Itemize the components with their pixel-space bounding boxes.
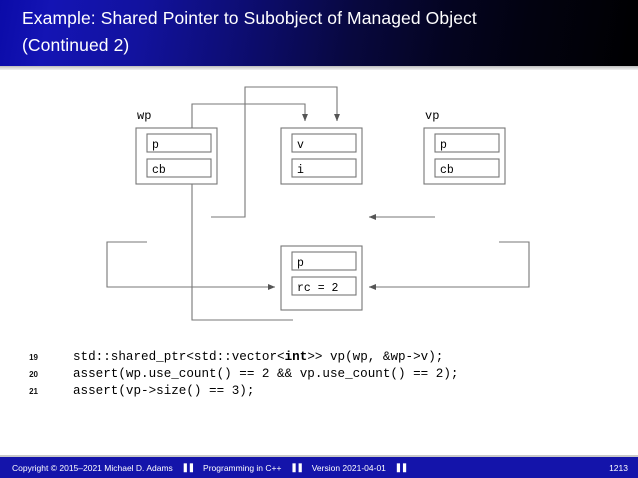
vp-object-box: p cb	[423, 127, 506, 185]
code-line-text: assert(vp->size() == 3);	[73, 384, 255, 398]
edge-cb-p-to-object	[191, 103, 308, 321]
managed-object-box: v i	[280, 127, 363, 185]
control-block-box: p rc = 2	[280, 245, 363, 311]
code-line-number: 20	[29, 370, 38, 379]
pointer-diagram: p cb wp v i p cb vp p rc = 2	[0, 70, 638, 335]
control-block-field-rc-label: rc = 2	[297, 282, 339, 295]
control-block-field-p-label: p	[297, 257, 304, 270]
code-line-text: assert(wp.use_count() == 2 && vp.use_cou…	[73, 367, 459, 381]
footer-course: Programming in C++	[203, 462, 282, 473]
control-block-field-rc-box	[291, 276, 357, 296]
vp-field-p-label: p	[440, 139, 447, 152]
footer-separator-icon: ❚❚	[394, 462, 408, 472]
code-line-text: std::shared_ptr<std::vector<int>> vp(wp,…	[73, 350, 444, 364]
wp-object-box: p cb	[135, 127, 218, 185]
title-underline-divider	[0, 66, 638, 70]
code-line: 20 assert(wp.use_count() == 2 && vp.use_…	[0, 367, 638, 384]
wp-field-p-label: p	[152, 139, 159, 152]
object-field-v-box	[291, 133, 357, 153]
code-line: 19 std::shared_ptr<std::vector<int>> vp(…	[0, 350, 638, 367]
vp-field-cb-box	[434, 158, 500, 178]
slide-footer: Copyright © 2015–2021 Michael D. Adams ❚…	[0, 457, 638, 478]
edge-vp-cb-to-control-block	[368, 241, 530, 290]
footer-separator-icon: ❚❚	[290, 462, 303, 472]
object-field-i-label: i	[297, 164, 304, 177]
wp-field-p-box	[146, 133, 212, 153]
object-field-v-label: v	[297, 139, 304, 152]
code-line-number: 19	[29, 353, 38, 362]
footer-separator-icon: ❚❚	[181, 462, 195, 472]
code-line-number: 21	[29, 387, 38, 396]
footer-version: Version 2021-04-01	[311, 462, 386, 473]
slide-title-bar: Example: Shared Pointer to Subobject of …	[0, 0, 638, 66]
wp-field-cb-label: cb	[152, 164, 166, 177]
wp-label: wp	[137, 109, 151, 123]
footer-copyright: Copyright © 2015–2021 Michael D. Adams	[12, 462, 173, 473]
page-title-line-2: (Continued 2)	[22, 35, 130, 55]
wp-field-cb-box	[146, 158, 212, 178]
page-title-line-1: Example: Shared Pointer to Subobject of …	[22, 8, 477, 28]
edge-wp-p-to-object	[211, 86, 340, 218]
footer-divider	[0, 455, 638, 457]
vp-field-p-box	[434, 133, 500, 153]
object-field-i-box	[291, 158, 357, 178]
edge-wp-cb-to-control-block	[106, 241, 276, 290]
code-line: 21 assert(vp->size() == 3);	[0, 384, 638, 401]
control-block-field-p-box	[291, 251, 357, 271]
vp-label: vp	[425, 109, 439, 123]
footer-page-number: 1213	[609, 462, 628, 473]
vp-field-cb-label: cb	[440, 164, 454, 177]
code-listing: 19 std::shared_ptr<std::vector<int>> vp(…	[0, 350, 638, 401]
